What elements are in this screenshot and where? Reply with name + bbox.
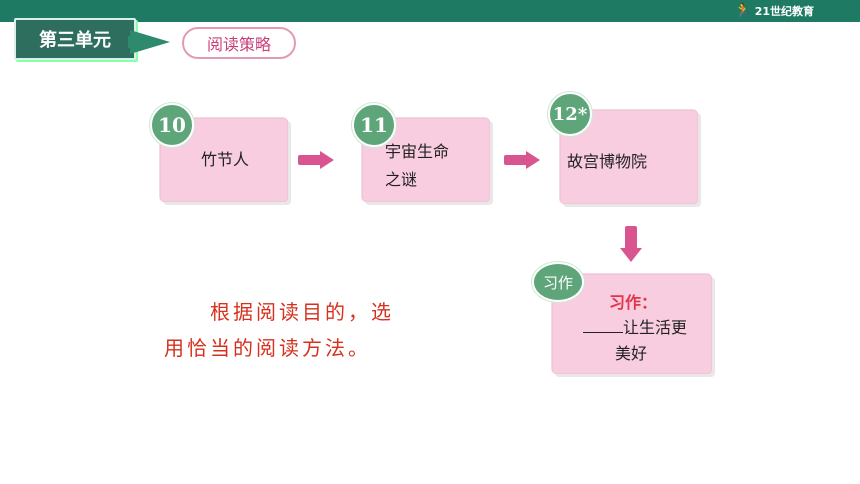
writing-badge: 习作 [532, 262, 584, 302]
down-arrow-icon [620, 248, 642, 262]
top-banner: 🏃 21世纪教育 [0, 0, 860, 22]
unit-label: 第三单元 [14, 18, 136, 60]
flow-arrow-shaft [504, 155, 528, 165]
lesson-title: 故宫博物院 [567, 152, 648, 171]
lesson-number-badge: 10 [150, 103, 194, 147]
lesson-title-line2: 之谜 [385, 170, 418, 189]
lesson-title-line1: 宇宙生命 [385, 142, 450, 161]
lesson-number-badge: 11 [352, 103, 396, 147]
strategy-label: 阅读策略 [182, 27, 296, 59]
lesson-title: 竹节人 [201, 150, 250, 169]
flow-arrow-icon [320, 151, 334, 169]
unit-arrow-icon [130, 30, 170, 54]
flow-arrow-shaft [298, 155, 322, 165]
flow-arrow-icon [526, 151, 540, 169]
strategy-line2: 用恰当的阅读方法。 [164, 336, 371, 360]
writing-line1: 让生活更 [583, 315, 687, 341]
fill-blank [583, 316, 623, 333]
lesson-number-badge: 12* [548, 92, 592, 136]
brand-logo: 🏃 21世纪教育 [734, 3, 814, 19]
writing-line2: 美好 [615, 344, 648, 363]
logo-text: 21世纪教育 [754, 5, 814, 18]
runner-icon: 🏃 [734, 3, 752, 19]
writing-title: 习作： [609, 293, 658, 312]
strategy-line1: 根据阅读目的，选 [210, 300, 394, 324]
writing-line1-text: 让生活更 [623, 318, 688, 337]
flow-arrow-shaft [625, 226, 637, 250]
